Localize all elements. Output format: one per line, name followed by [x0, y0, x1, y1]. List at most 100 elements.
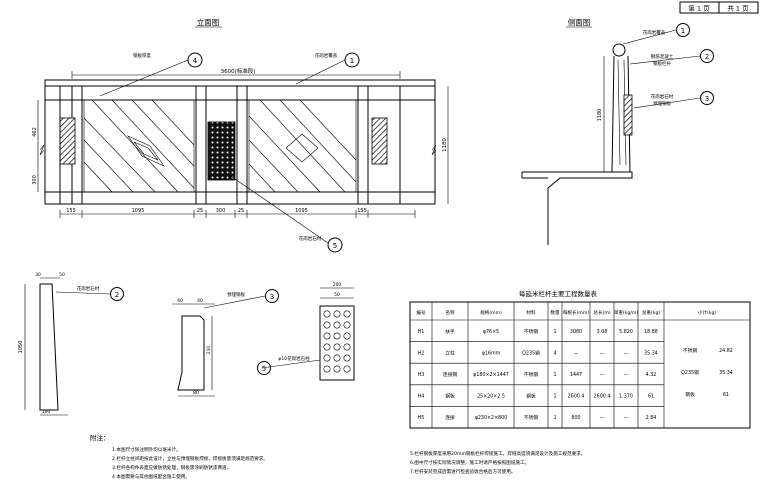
- svg-text:φ10花岗岩石柱: φ10花岗岩石柱: [278, 355, 310, 362]
- bolt-hole: [323, 332, 331, 340]
- table-cell: —: [624, 351, 629, 356]
- left-dim-1: 462: [32, 127, 38, 137]
- table-cell: 立柱: [445, 349, 455, 356]
- table-header: 总重(kg): [642, 309, 661, 316]
- table-cell: 4: [553, 350, 556, 356]
- table-cell: —: [600, 416, 605, 421]
- note-3: 3.栏杆各构件表面应做防锈处理，钢板需涂刷防锈漆两道。: [112, 464, 231, 471]
- bolt-hole: [333, 321, 341, 329]
- bolt-hole: [333, 332, 341, 340]
- bottom-dim: 25: [238, 208, 244, 214]
- left-dim-2: 300: [32, 175, 38, 185]
- section-height-dim: 1180: [597, 109, 603, 122]
- svg-text:花岗岩覆盖: 花岗岩覆盖: [643, 29, 666, 36]
- table-cell: 1: [553, 329, 556, 335]
- table-cell: 1: [553, 415, 556, 421]
- subtotal-label: Q235钢: [681, 369, 699, 376]
- table-header: 数量: [550, 309, 560, 316]
- svg-text:100: 100: [42, 409, 51, 415]
- svg-text:40: 40: [197, 298, 203, 304]
- elevation-height-dim: 1180: [442, 138, 448, 152]
- svg-text:1050: 1050: [18, 341, 24, 354]
- table-cell: 不锈钢: [524, 328, 539, 335]
- svg-text:5: 5: [333, 242, 337, 250]
- bolt-hole: [323, 343, 331, 351]
- table-cell: 800: [571, 415, 580, 421]
- bolt-hole: [333, 343, 341, 351]
- note-5: 5.栏杆钢板厚度采用20mm钢板栏杆焊接施工，焊缝高度须满足设计及施工规范要求。: [410, 450, 585, 457]
- table-header: 单重(kg/m): [614, 309, 639, 316]
- bottom-dim: 1095: [132, 208, 145, 214]
- svg-text:40: 40: [177, 298, 183, 304]
- detail-perforated-plate: 200 50 5 φ10花岗岩石柱: [257, 282, 355, 381]
- svg-text:4: 4: [193, 57, 198, 65]
- table-header: 规格(mm): [480, 309, 502, 316]
- subtotal-label: 不锈钢: [683, 347, 698, 354]
- detail-embedded-plate: 40 40 210 80 3 预埋钢板: [172, 289, 279, 397]
- detail-right-callout: 5: [262, 365, 266, 373]
- bolt-hole: [333, 310, 341, 318]
- table-cell: 1: [553, 372, 556, 378]
- title-block: 第 1 页 共 1 页: [679, 1, 759, 14]
- total-dimension: 3600(标准段): [221, 67, 256, 75]
- bolt-hole: [343, 343, 351, 351]
- svg-text:200: 200: [333, 282, 342, 288]
- table-cell: H1: [418, 329, 425, 335]
- svg-text:50: 50: [59, 272, 65, 278]
- table-cell: 钢板: [526, 393, 536, 400]
- table-cell: 不锈钢: [524, 414, 539, 421]
- page-total: 共 1 页: [727, 4, 749, 13]
- section-view: 侧面图 1180 1 花岗岩覆盖 2 钢筋混凝土 钢板栏杆 3 花岗岩石材 预埋…: [521, 17, 714, 245]
- section-callout-1: 1: [681, 27, 685, 35]
- section-callout-2: 2: [705, 53, 709, 61]
- table-cell: 钢板: [445, 393, 455, 400]
- notes-left: 附注： 1.本图尺寸除注明外均以毫米计。 2.栏杆立柱间距按此设计，立柱与预埋钢…: [90, 433, 268, 480]
- table-cell: 1.370: [619, 394, 633, 400]
- table-cell: H4: [418, 394, 425, 400]
- table-cell: 5.820: [619, 329, 633, 335]
- table-cell: 25×20×2.5: [477, 394, 505, 400]
- table-header: 名称: [445, 309, 455, 316]
- table-header: 每根长(mm): [563, 309, 590, 316]
- table-cell: —: [600, 351, 605, 356]
- bolt-hole: [343, 332, 351, 340]
- detail-left-callout: 2: [115, 291, 119, 299]
- elevation-title: 立面图: [197, 17, 220, 27]
- table-cell: φ180×2×1447: [473, 372, 509, 378]
- table-cell: 1: [553, 394, 556, 400]
- subtotal-value: 61: [723, 392, 729, 398]
- bolt-hole: [323, 354, 331, 362]
- subtotal-value: 24.82: [719, 348, 733, 354]
- table-header: 总长(m): [593, 309, 610, 316]
- section-title: 侧面图: [568, 17, 591, 27]
- table-cell: 4.32: [646, 372, 657, 378]
- table-cell: —: [624, 416, 629, 421]
- table-cell: φ76×5: [483, 329, 499, 335]
- table-cell: 扶手: [445, 328, 455, 335]
- bolt-hole: [333, 354, 341, 362]
- table-header: 编号: [416, 309, 426, 316]
- table-cell: —: [574, 351, 579, 356]
- bottom-dim: 155: [66, 208, 76, 214]
- table-cell: φ230×2×800: [475, 415, 508, 421]
- svg-text:花岗岩石材: 花岗岩石材: [651, 93, 674, 100]
- quantity-table: 每延米栏杆主要工程数量表 编号名称规格(mm)材料数量每根长(mm)总长(m)单…: [409, 289, 751, 429]
- table-title: 每延米栏杆主要工程数量表: [519, 289, 598, 298]
- note-7: 7.栏杆安装完成后需进行检查验收合格后方可使用。: [410, 468, 515, 475]
- table-cell: 连接: [445, 414, 455, 421]
- note-1: 1.本图尺寸除注明外均以毫米计。: [112, 446, 181, 453]
- svg-text:预埋钢板: 预埋钢板: [227, 291, 245, 298]
- section-callout-3: 3: [705, 95, 709, 103]
- subtotal-label: 钢板: [685, 391, 695, 398]
- note-2: 2.栏杆立柱间距按此设计，立柱与预埋钢板焊接，焊接质量须满足规范要求。: [112, 455, 268, 462]
- callout-5: [327, 237, 343, 253]
- table-cell: 3080: [570, 329, 582, 335]
- notes-right: 5.栏杆钢板厚度采用20mm钢板栏杆焊接施工，焊缝高度须满足设计及施工规范要求。…: [410, 450, 585, 475]
- bolt-hole: [343, 354, 351, 362]
- table-cell: Q235钢: [522, 349, 540, 356]
- table-cell: 不锈钢: [524, 371, 539, 378]
- notes-heading: 附注：: [90, 433, 110, 442]
- bottom-dim: 300: [216, 208, 226, 214]
- svg-text:钢板栏杆: 钢板栏杆: [653, 60, 671, 67]
